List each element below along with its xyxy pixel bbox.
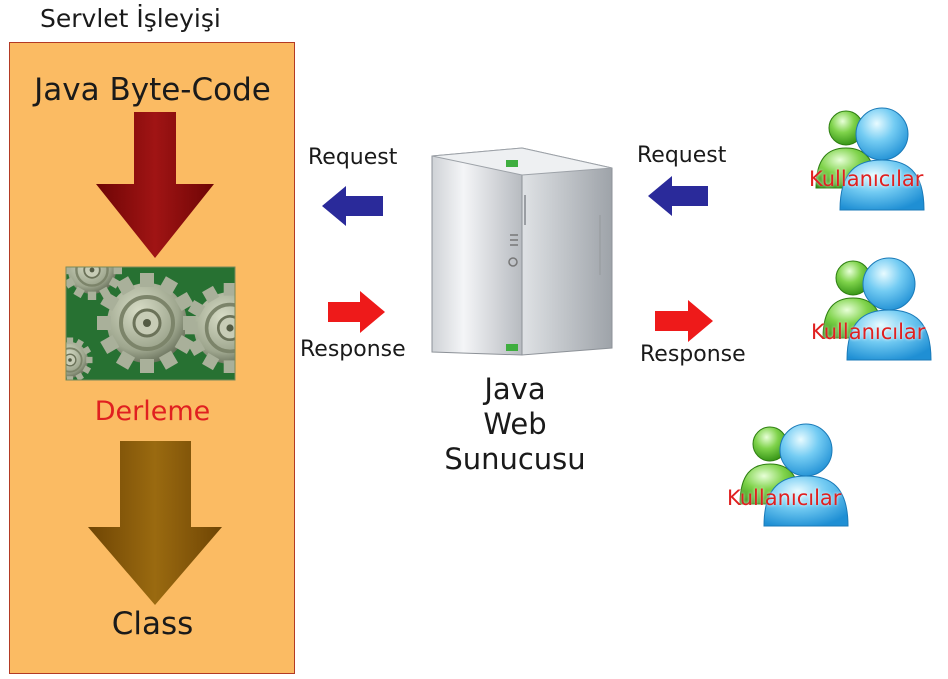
request-arrow-left [322, 186, 383, 226]
server-caption-line2: Web [483, 407, 547, 441]
request-arrow-right [648, 176, 708, 216]
users-icon-2 [822, 257, 932, 361]
server-caption-line3: Sunucusu [444, 442, 586, 476]
compile-label: Derleme [94, 396, 211, 427]
class-label: Class [111, 606, 194, 642]
bytecode-label: Java Byte-Code [34, 72, 271, 108]
users-label-2: Kullanıcılar [811, 320, 926, 344]
gears-icon [65, 266, 236, 381]
users-icon-1 [815, 107, 925, 211]
server-tower-icon [431, 147, 613, 356]
arrow-down-top [96, 112, 214, 258]
arrow-down-bottom [88, 441, 222, 605]
server-caption: Java Web Sunucusu [410, 372, 620, 477]
server-caption-line1: Java [484, 372, 546, 406]
panel-title: Servlet İşleyişi [40, 4, 221, 33]
request-label-left: Request [308, 145, 398, 170]
response-label-left: Response [300, 337, 406, 362]
response-label-right: Response [640, 342, 746, 367]
request-label-right: Request [637, 143, 727, 168]
users-label-3: Kullanıcılar [727, 486, 842, 510]
users-label-1: Kullanıcılar [809, 167, 924, 191]
response-arrow-left [328, 291, 385, 333]
response-arrow-right [655, 300, 713, 342]
users-icon-3 [739, 423, 849, 527]
